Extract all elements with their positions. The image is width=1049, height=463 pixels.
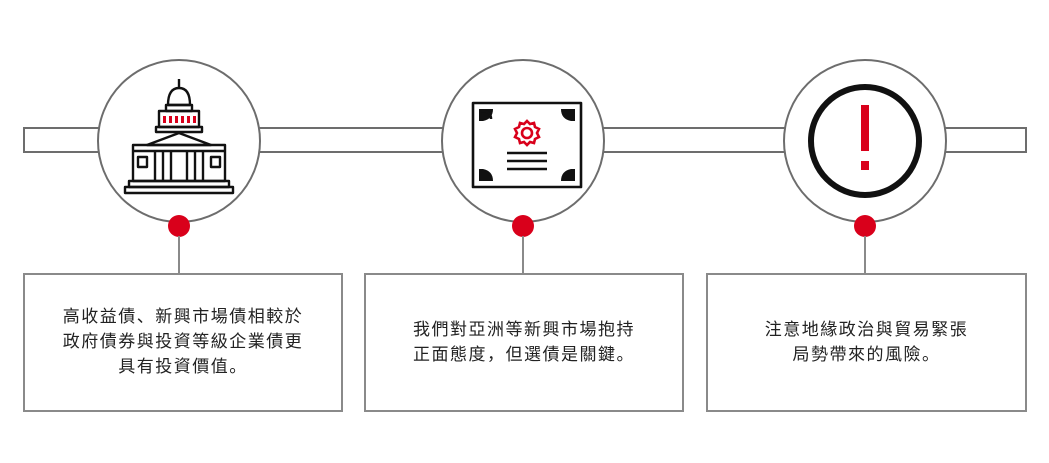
step-1-icon-circle xyxy=(97,59,261,223)
step-1-marker-dot xyxy=(168,215,190,237)
step-3-icon-circle xyxy=(783,59,947,223)
step-2-icon-circle xyxy=(441,59,605,223)
step-2-card: 我們對亞洲等新興市場抱持 正面態度，但選債是關鍵。 xyxy=(364,273,684,412)
certificate-icon xyxy=(471,101,583,189)
step-1-text: 高收益債、新興市場債相較於 政府債券與投資等級企業債更 具有投資價值。 xyxy=(63,305,304,380)
step-3-connector xyxy=(864,236,866,274)
step-3-card: 注意地緣政治與貿易緊張 局勢帶來的風險。 xyxy=(706,273,1027,412)
step-1-text-line: 高收益債、新興市場債相較於 xyxy=(62,307,304,327)
step-2-text-line: 正面態度，但選債是關鍵。 xyxy=(413,344,635,365)
step-2-marker-dot xyxy=(512,215,534,237)
step-3-marker-dot xyxy=(854,215,876,237)
exclamation-warning-icon xyxy=(808,84,922,198)
step-2-connector xyxy=(522,236,524,274)
step-3-text-line: 注意地緣政治與貿易緊張 xyxy=(764,319,969,340)
step-1-card: 高收益債、新興市場債相較於 政府債券與投資等級企業債更 具有投資價值。 xyxy=(23,273,343,412)
step-2-text-line: 我們對亞洲等新興市場抱持 xyxy=(413,319,635,340)
step-1-text-line: 具有投資價值。 xyxy=(118,357,248,377)
step-1-connector xyxy=(178,236,180,274)
government-building-icon xyxy=(123,79,235,195)
step-1-text-line: 政府債券與投資等級企業債更 xyxy=(62,332,304,352)
step-3-text: 注意地緣政治與貿易緊張 局勢帶來的風險。 xyxy=(765,318,969,368)
step-3-text-line: 局勢帶來的風險。 xyxy=(792,344,941,365)
step-2-text: 我們對亞洲等新興市場抱持 正面態度，但選債是關鍵。 xyxy=(413,318,635,368)
